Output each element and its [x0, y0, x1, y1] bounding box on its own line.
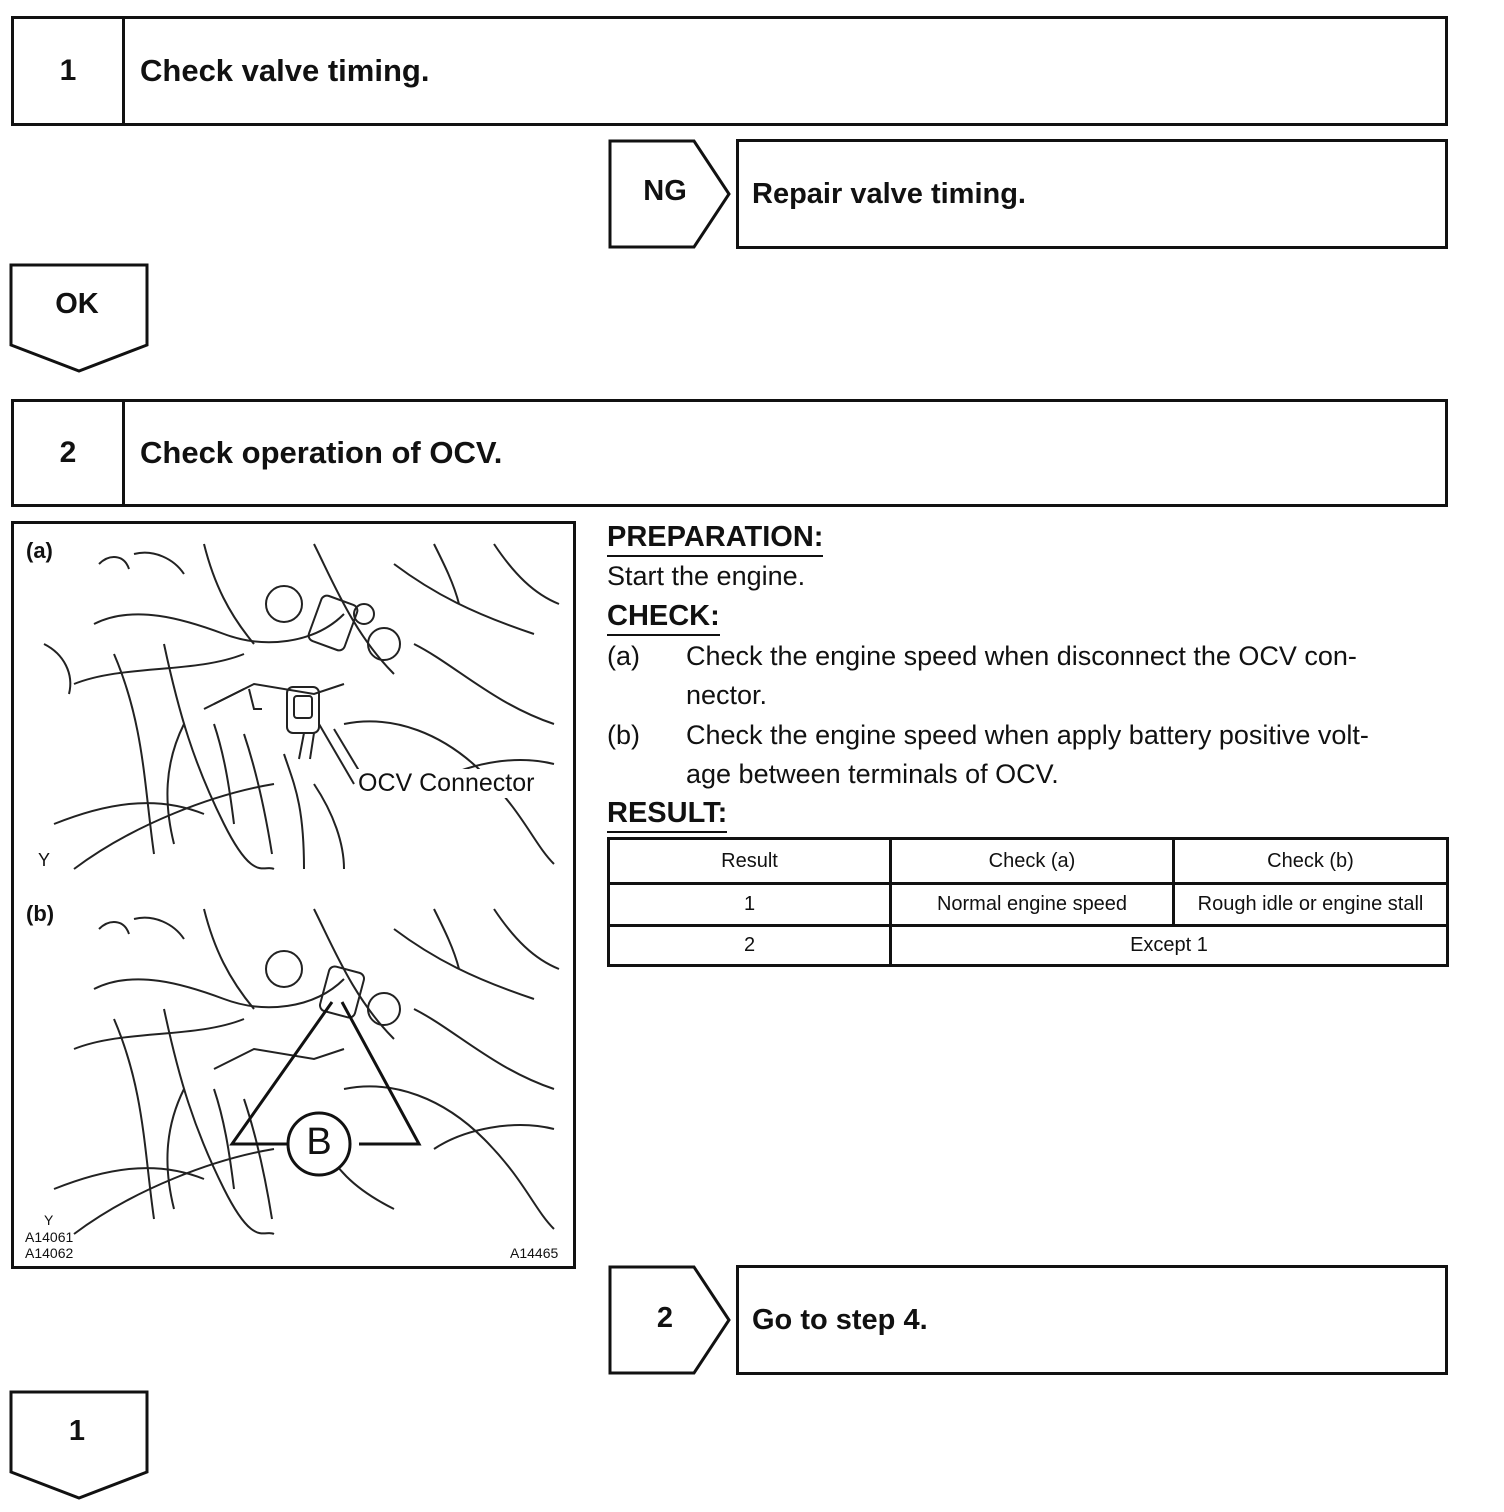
- preparation-heading: PREPARATION:: [607, 520, 824, 557]
- table-cell: 1: [607, 882, 892, 927]
- branch-1-label: 1: [68, 1415, 86, 1447]
- table-header-cell: Result: [607, 837, 892, 885]
- step-1-number: 1: [14, 19, 125, 123]
- side-mark-a: Y: [38, 850, 51, 870]
- figure-label-a: (a): [26, 538, 53, 563]
- table-cell: Normal engine speed: [889, 882, 1175, 927]
- table-row: 1 Normal engine speed Rough idle or engi…: [607, 882, 1449, 927]
- engine-line-drawing: [14, 543, 573, 1235]
- step-2-title: Check operation of OCV.: [140, 435, 503, 470]
- step-2-box: 2 Check operation of OCV.: [11, 399, 1448, 507]
- figure-code-2: A14062: [25, 1245, 74, 1261]
- ng-result-box: Repair valve timing.: [736, 139, 1448, 249]
- step-1-box: 1 Check valve timing.: [11, 16, 1448, 126]
- check-item-b-marker: (b): [607, 720, 640, 750]
- preparation-text: Start the engine.: [607, 561, 806, 591]
- table-header-cell: Check (a): [889, 837, 1175, 885]
- figure-code-1: A14061: [25, 1229, 74, 1245]
- table-cell: Rough idle or engine stall: [1172, 882, 1449, 927]
- side-mark-b: Y: [44, 1212, 54, 1228]
- step-2-number: 2: [14, 402, 125, 504]
- ok-down-arrow-shape: [9, 263, 149, 373]
- ok-label: OK: [55, 288, 99, 320]
- ng-arrow-shape: [608, 139, 731, 249]
- check-item-b-line1: Check the engine speed when apply batter…: [686, 720, 1369, 750]
- step-1-title: Check valve timing.: [140, 53, 430, 88]
- battery-symbol-circle: [286, 1111, 352, 1177]
- panel-b-sketch: [53, 908, 560, 1235]
- check-item-b-line2: age between terminals of OCV.: [686, 759, 1059, 789]
- engine-figure: (a) (b) OCV Connector B Y Y A14061 A1406…: [11, 521, 576, 1269]
- battery-symbol-label: B: [306, 1121, 332, 1163]
- table-cell: 2: [607, 924, 892, 967]
- table-header-row: Result Check (a) Check (b): [607, 837, 1449, 885]
- figure-code-3: A14465: [510, 1245, 559, 1261]
- table-row: 2 Except 1: [607, 924, 1449, 967]
- check-heading: CHECK:: [607, 599, 720, 636]
- panel-a-sketch: [43, 543, 560, 870]
- ocv-connector-callout: OCV Connector: [356, 769, 537, 798]
- result-table: Result Check (a) Check (b) 1 Normal engi…: [607, 837, 1449, 967]
- check-item-a-marker: (a): [607, 641, 640, 671]
- check-item-a-line1: Check the engine speed when disconnect t…: [686, 641, 1357, 671]
- branch-1-down-arrow-shape: [9, 1390, 149, 1500]
- battery-connection-lines: [229, 1001, 422, 1146]
- branch-2-label: 2: [656, 1302, 674, 1334]
- figure-label-b: (b): [26, 901, 55, 926]
- check-item-a-line2: nector.: [686, 680, 768, 710]
- result-heading: RESULT:: [607, 796, 728, 833]
- branch-2-arrow-shape: [608, 1265, 731, 1375]
- table-header-cell: Check (b): [1172, 837, 1449, 885]
- table-cell: Except 1: [889, 924, 1449, 967]
- ng-label: NG: [643, 175, 687, 207]
- branch-2-result-box: Go to step 4.: [736, 1265, 1448, 1375]
